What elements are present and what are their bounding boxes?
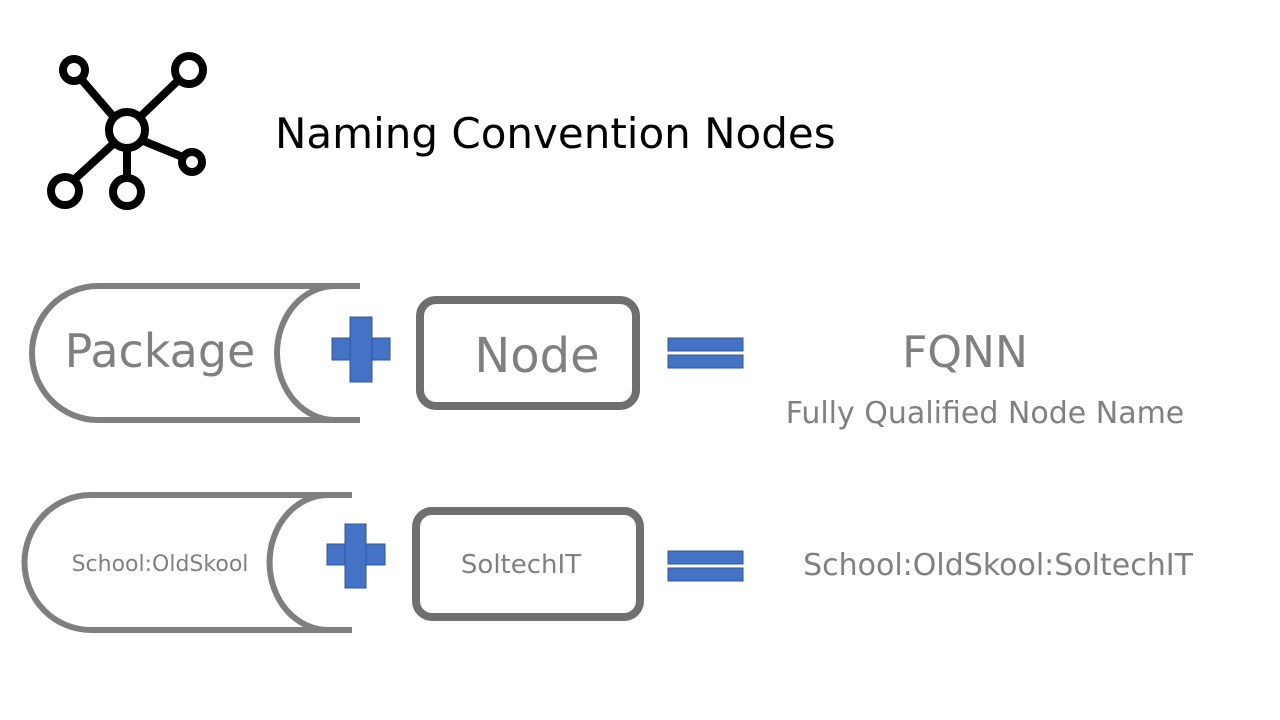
row-example: School:OldSkool SoltechIT School:OldSkoo… [21, 492, 1194, 633]
package-shape [21, 492, 352, 633]
package-label: School:OldSkool [72, 552, 249, 577]
row-generic: Package Node FQNN Fully Qualified Node N… [29, 283, 1185, 431]
result-label: FQNN [902, 327, 1028, 378]
equals-icon [667, 337, 744, 369]
plus-icon [331, 316, 391, 383]
node-label: Node [474, 328, 599, 384]
equals-icon [667, 550, 744, 582]
page-title: Naming Convention Nodes [275, 109, 836, 158]
node-box [412, 507, 644, 621]
package-label: Package [65, 324, 256, 378]
result-label: School:OldSkool:SoltechIT [803, 548, 1193, 583]
package-shape [29, 283, 360, 423]
node-label: SoltechIT [461, 550, 581, 580]
plus-icon [326, 523, 386, 589]
node-box [416, 296, 640, 410]
network-nodes-icon [47, 52, 207, 210]
result-caption: Fully Qualified Node Name [786, 396, 1185, 431]
